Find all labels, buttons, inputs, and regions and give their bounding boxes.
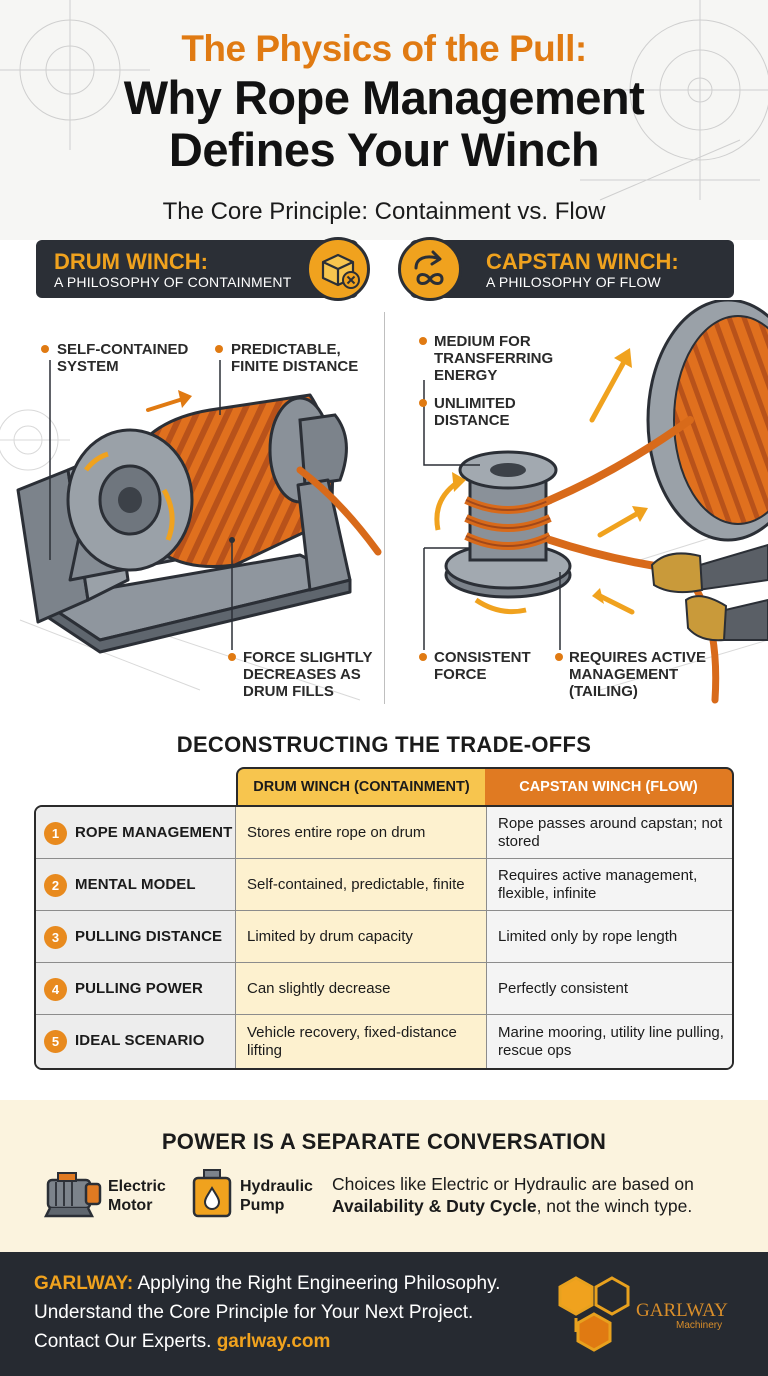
garlway-logo-icon — [558, 1276, 630, 1352]
callout-self-contained: SELF-CONTAINED SYSTEM — [57, 341, 189, 375]
power-description-bold: Availability & Duty Cycle — [332, 1196, 537, 1216]
table-row: 2 MENTAL MODEL Self-contained, predictab… — [36, 859, 732, 911]
row-number-badge: 1 — [44, 822, 67, 845]
hydraulic-pump-icon — [192, 1169, 232, 1218]
header-drum: DRUM WINCH (CONTAINMENT) — [236, 767, 487, 807]
capstan-cell: Rope passes around capstan; not stored — [498, 814, 723, 850]
logo-brand-sub: Machinery — [676, 1320, 723, 1331]
table-body: 1 ROPE MANAGEMENT Stores entire rope on … — [34, 805, 734, 1070]
tradeoffs-title: DECONSTRUCTING THE TRADE-OFFS — [176, 732, 592, 757]
capstan-cell: Limited only by rope length — [498, 927, 678, 945]
callout-dot — [419, 337, 427, 345]
arrow-infinity-icon — [398, 237, 462, 301]
callout-consistent: CONSISTENT FORCE — [434, 649, 531, 683]
illustration-divider — [384, 312, 385, 704]
winch-illustrations — [0, 300, 768, 704]
drum-cell: Limited by drum capacity — [247, 927, 413, 945]
row-number-badge: 3 — [44, 926, 67, 949]
electric-motor-label: Electric Motor — [108, 1178, 166, 1214]
capstan-cell: Marine mooring, utility line pulling, re… — [498, 1023, 724, 1059]
table-row: 1 ROPE MANAGEMENT Stores entire rope on … — [36, 807, 732, 859]
title-line-3: Defines Your Winch — [168, 123, 600, 176]
row-label: MENTAL MODEL — [75, 876, 196, 893]
row-number-badge: 5 — [44, 1030, 67, 1053]
capstan-banner-subtitle: A PHILOSOPHY OF FLOW — [486, 274, 661, 290]
drum-cell: Self-contained, predictable, finite — [247, 875, 465, 893]
drum-cell: Vehicle recovery, fixed-distance lifting — [247, 1023, 457, 1059]
title-line-2: Why Rope Management — [123, 71, 645, 124]
drum-cell: Can slightly decrease — [247, 979, 391, 997]
callout-unlimited: UNLIMITED DISTANCE — [434, 395, 516, 429]
callout-force-decreases: FORCE SLIGHTLY DECREASES AS DRUM FILLS — [243, 649, 373, 700]
power-section — [0, 1100, 768, 1252]
box-x-icon — [306, 237, 370, 301]
footer — [0, 1252, 768, 1376]
power-title: POWER IS A SEPARATE CONVERSATION — [161, 1129, 607, 1154]
capstan-cell: Perfectly consistent — [498, 979, 629, 997]
footer-line-1: GARLWAY: Applying the Right Engineering … — [34, 1273, 501, 1294]
subtitle: The Core Principle: Containment vs. Flow — [162, 198, 606, 225]
row-label: ROPE MANAGEMENT — [75, 824, 233, 841]
callout-dot — [41, 345, 49, 353]
footer-line-3: Contact Our Experts. garlway.com — [34, 1331, 331, 1352]
row-label: IDEAL SCENARIO — [75, 1032, 205, 1049]
callout-dot — [419, 399, 427, 407]
blueprint-decoration — [0, 0, 768, 201]
table-row: 5 IDEAL SCENARIO Vehicle recovery, fixed… — [36, 1015, 732, 1068]
footer-brand: GARLWAY: — [34, 1273, 134, 1294]
callout-requires-active: REQUIRES ACTIVE MANAGEMENT (TAILING) — [569, 649, 706, 700]
callout-predictable: PREDICTABLE, FINITE DISTANCE — [231, 341, 359, 375]
title-main: Why Rope Management Defines Your Winch — [0, 72, 768, 176]
drum-winch-illustration — [16, 360, 382, 654]
drum-cell: Stores entire rope on drum — [247, 823, 426, 841]
power-description: Choices like Electric or Hydraulic are b… — [332, 1174, 694, 1216]
row-label: PULLING POWER — [75, 980, 203, 997]
tradeoffs-table: DRUM WINCH (CONTAINMENT) CAPSTAN WINCH (… — [34, 767, 734, 1070]
capstan-winch-illustration — [423, 300, 768, 704]
logo-brand-name: GARLWAY — [636, 1300, 728, 1321]
drum-winch-banner: DRUM WINCH: A PHILOSOPHY OF CONTAINMENT — [36, 240, 358, 298]
callout-dot — [228, 653, 236, 661]
hydraulic-pump-label: Hydraulic Pump — [240, 1178, 313, 1214]
row-number-badge: 2 — [44, 874, 67, 897]
callout-dot — [555, 653, 563, 661]
row-number-badge: 4 — [44, 978, 67, 1001]
website-link[interactable]: garlway.com — [216, 1331, 331, 1352]
footer-line-2: Understand the Core Principle for Your N… — [34, 1302, 474, 1323]
capstan-winch-banner: CAPSTAN WINCH: A PHILOSOPHY OF FLOW — [410, 240, 734, 298]
callout-dot — [215, 345, 223, 353]
drum-banner-subtitle: A PHILOSOPHY OF CONTAINMENT — [54, 274, 292, 290]
electric-motor-icon — [43, 1172, 102, 1218]
callout-dot — [419, 653, 427, 661]
callout-medium: MEDIUM FOR TRANSFERRING ENERGY — [434, 333, 554, 384]
table-row: 3 PULLING DISTANCE Limited by drum capac… — [36, 911, 732, 963]
header: The Physics of the Pull: Why Rope Manage… — [0, 0, 768, 240]
table-row: 4 PULLING POWER Can slightly decrease Pe… — [36, 963, 732, 1015]
header-capstan: CAPSTAN WINCH (FLOW) — [485, 767, 734, 807]
row-label: PULLING DISTANCE — [75, 928, 223, 945]
title-line-1: The Physics of the Pull: — [181, 28, 587, 69]
capstan-banner-title: CAPSTAN WINCH: — [486, 249, 679, 274]
drum-banner-title: DRUM WINCH: — [54, 249, 208, 274]
capstan-cell: Requires active management, flexible, in… — [498, 866, 698, 902]
